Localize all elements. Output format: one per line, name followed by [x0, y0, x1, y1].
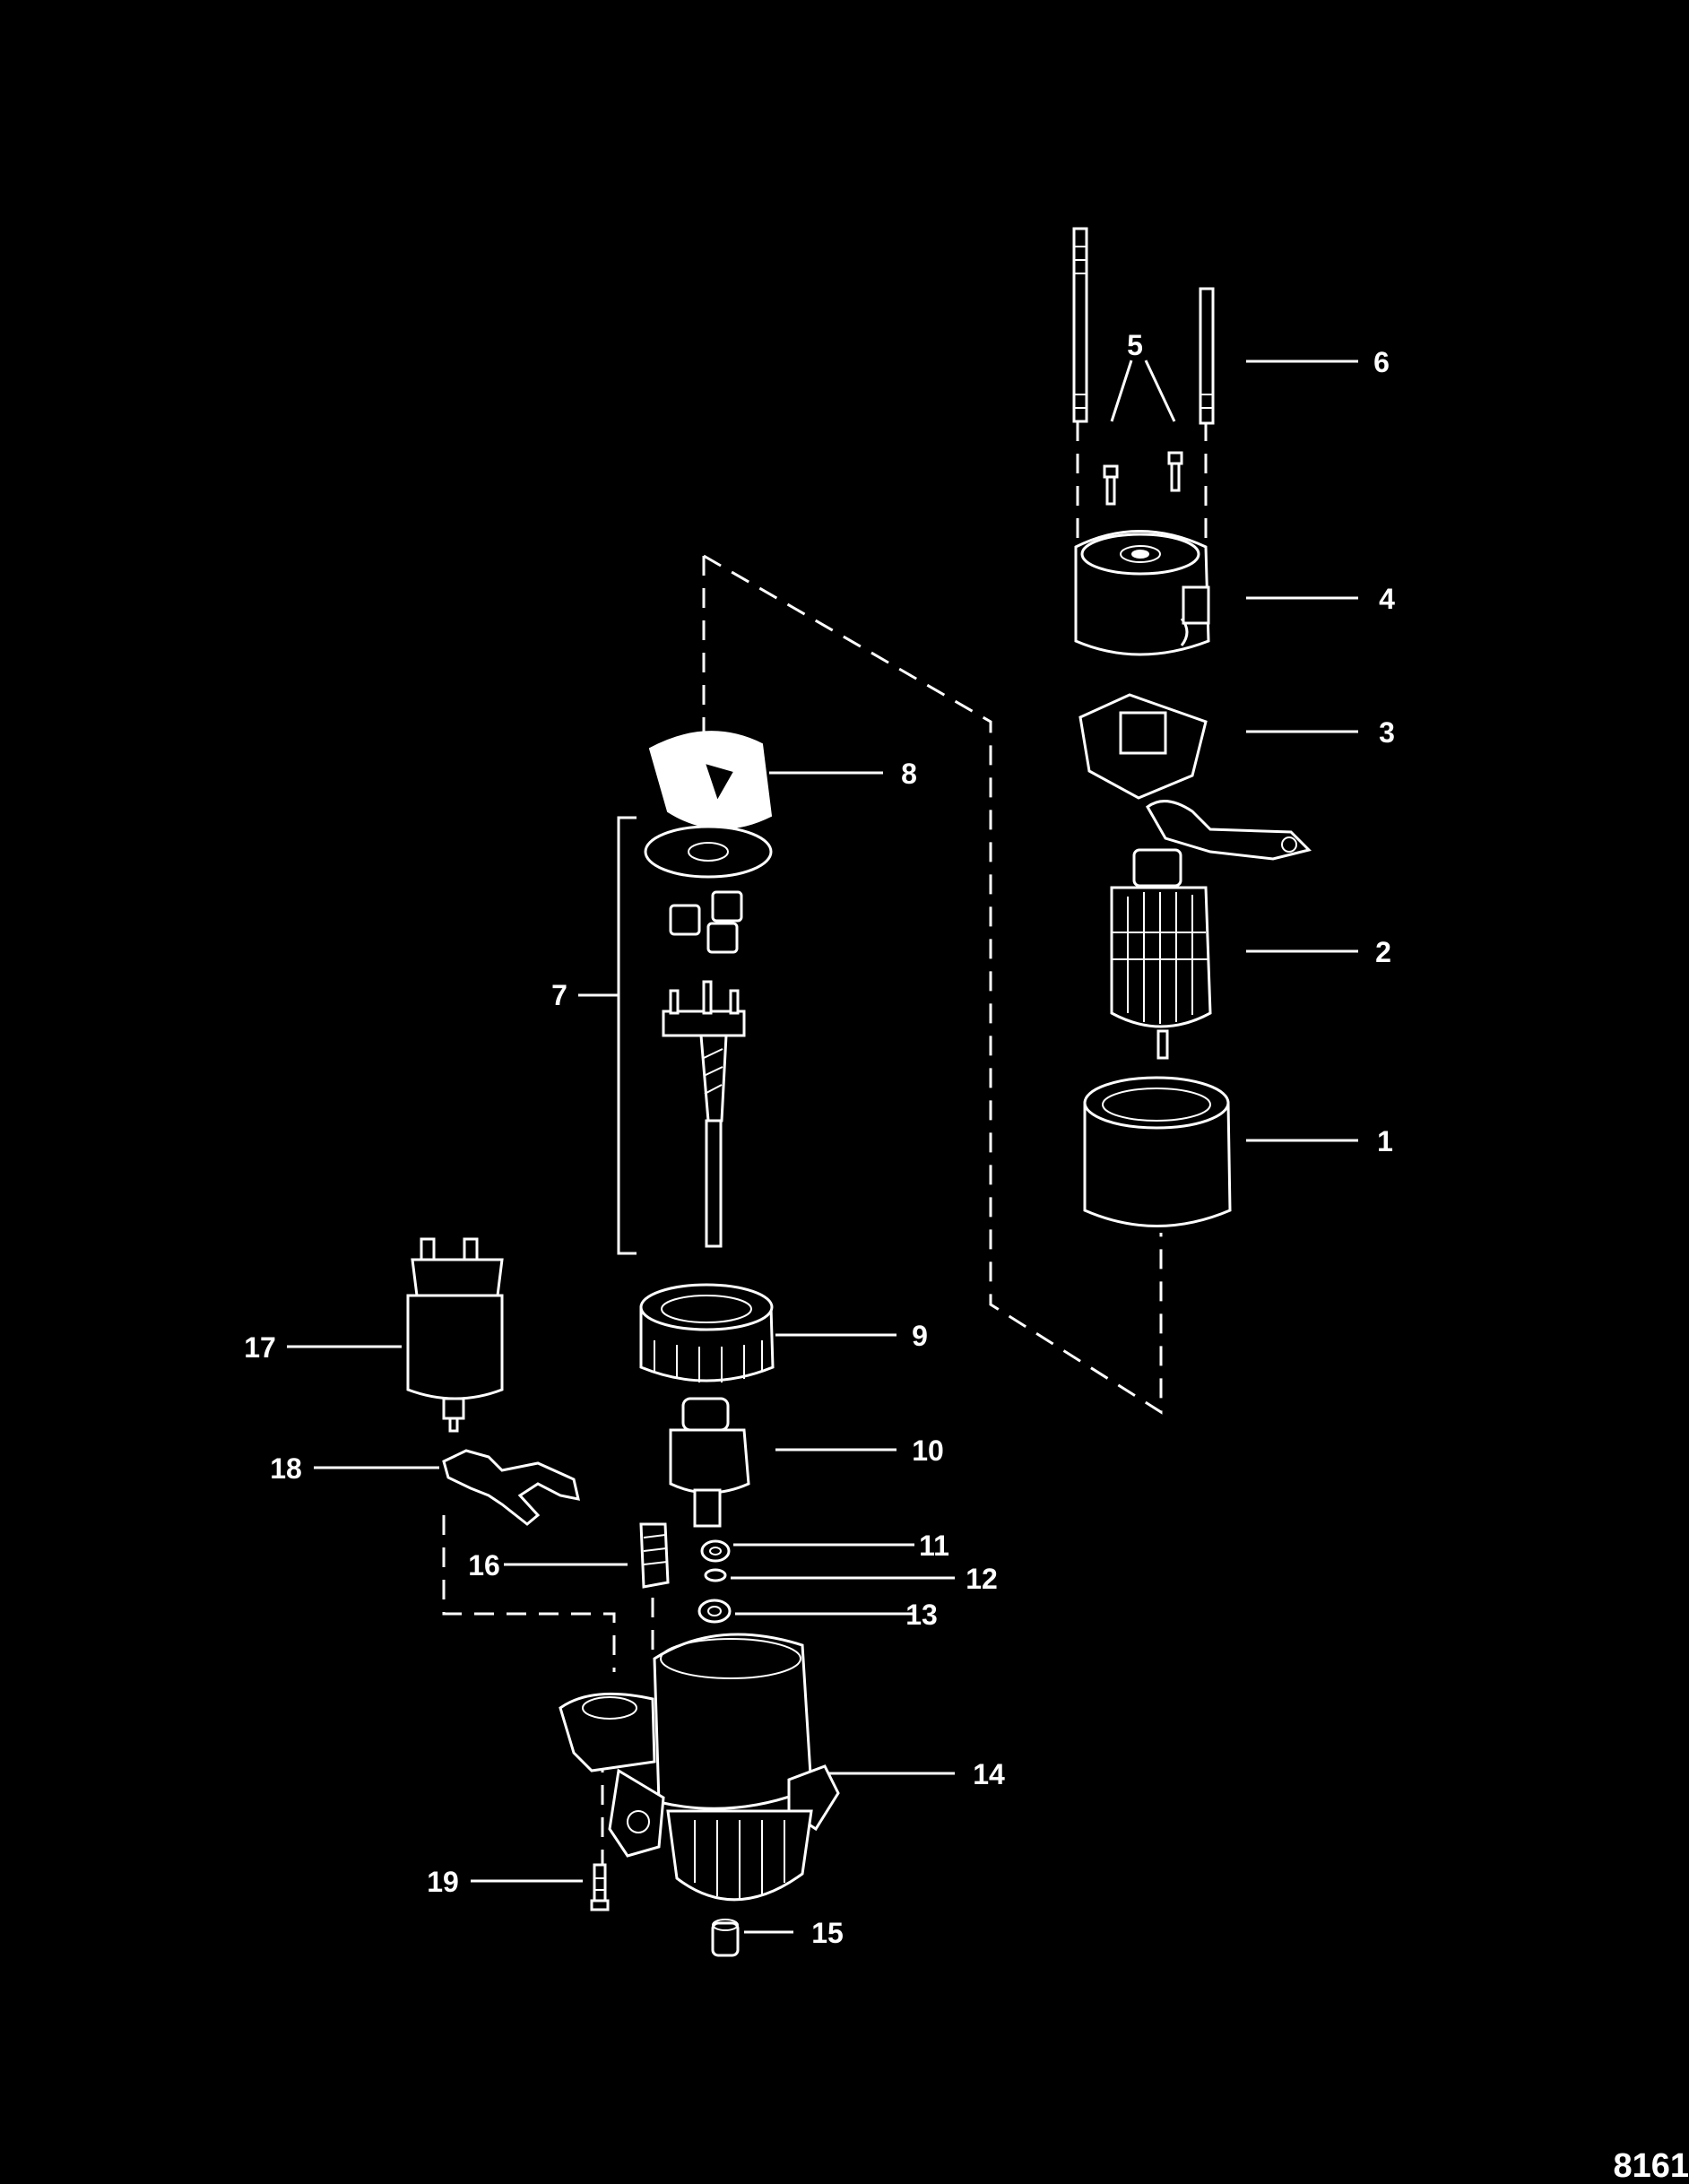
part-16-plunger	[639, 1522, 670, 1589]
part-19-screw	[590, 1863, 610, 1911]
callout-9: 9	[912, 1320, 928, 1352]
part-6-through-bolts	[1072, 227, 1215, 425]
callout-12: 12	[966, 1563, 998, 1595]
part-7-gear-assembly	[578, 816, 773, 1255]
part-10-drive	[669, 1397, 750, 1528]
part-8-shield	[648, 731, 773, 829]
callout-6: 6	[1373, 346, 1390, 378]
part-5-screws	[1103, 451, 1183, 506]
part-4-end-cover	[1074, 530, 1210, 656]
callout-labels: 1 2 3 4 5 6 7 8 9 10 11 12 13 14 15 16 1…	[244, 329, 1395, 1949]
callout-8: 8	[901, 758, 917, 790]
part-14-drive-housing	[559, 1633, 840, 1902]
part-3-brush-holder	[1078, 693, 1312, 861]
callout-1: 1	[1377, 1125, 1393, 1157]
part-9-ring-gear	[639, 1283, 775, 1382]
callout-5: 5	[1127, 329, 1143, 361]
part-15-bushing	[711, 1919, 740, 1957]
callout-4: 4	[1379, 583, 1395, 615]
callout-19: 19	[427, 1866, 459, 1898]
callout-13: 13	[905, 1599, 938, 1631]
callout-2: 2	[1375, 936, 1391, 968]
callout-7: 7	[551, 979, 567, 1011]
callout-3: 3	[1379, 716, 1395, 749]
callout-15: 15	[811, 1917, 844, 1949]
part-1-field-frame	[1083, 1076, 1232, 1227]
callout-17: 17	[244, 1331, 276, 1364]
assembly-guide-lines	[442, 421, 1208, 1878]
part-12-clip	[704, 1568, 727, 1582]
figure-number: 8161	[1613, 2147, 1689, 2184]
callout-11: 11	[919, 1530, 949, 1562]
part-2-armature	[1110, 848, 1212, 1060]
callout-16: 16	[468, 1549, 500, 1582]
callout-10: 10	[912, 1434, 944, 1467]
part-18-shift-lever	[442, 1449, 580, 1526]
callout-14: 14	[973, 1758, 1005, 1790]
part-11-washer	[700, 1539, 731, 1563]
callout-18: 18	[270, 1452, 302, 1485]
part-17-solenoid	[406, 1237, 504, 1433]
leader-lines	[287, 360, 1358, 1934]
part-13-collar	[697, 1599, 732, 1624]
